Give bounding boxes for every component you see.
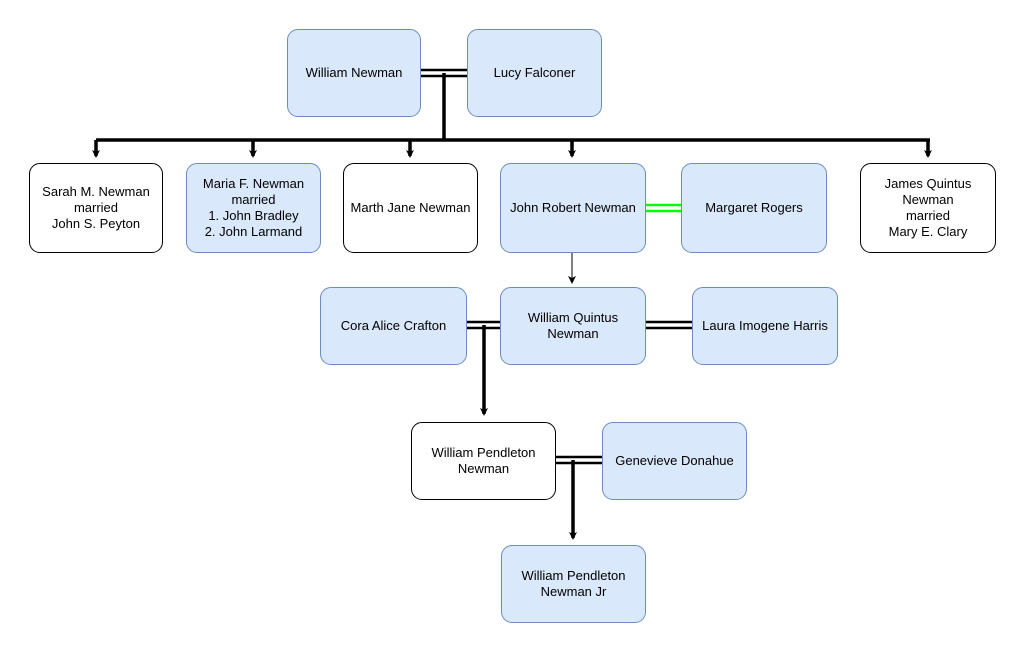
marriage-line-cora-william-quintus (466, 320, 501, 330)
node-marth-newman[interactable]: Marth Jane Newman (343, 163, 478, 253)
node-cora-crafton[interactable]: Cora Alice Crafton (320, 287, 467, 365)
marriage-line-william-pendleton-genevieve (556, 455, 602, 465)
node-william-quintus-newman[interactable]: William Quintus Newman (500, 287, 646, 365)
node-william-pendleton-newman-jr[interactable]: William Pendleton Newman Jr (501, 545, 646, 623)
node-john-robert-newman[interactable]: John Robert Newman (500, 163, 646, 253)
node-william-newman[interactable]: William Newman (287, 29, 421, 117)
node-genevieve-donahue[interactable]: Genevieve Donahue (602, 422, 747, 500)
node-lucy-falconer[interactable]: Lucy Falconer (467, 29, 602, 117)
node-sarah-newman[interactable]: Sarah M. Newman married John S. Peyton (29, 163, 163, 253)
node-margaret-rogers[interactable]: Margaret Rogers (681, 163, 827, 253)
node-maria-newman[interactable]: Maria F. Newman married 1. John Bradley … (186, 163, 321, 253)
marriage-line-john-margaret (646, 203, 681, 213)
node-james-quintus-newman[interactable]: James Quintus Newman married Mary E. Cla… (860, 163, 996, 253)
marriage-line-william-lucy (421, 68, 467, 78)
node-william-pendleton-newman[interactable]: William Pendleton Newman (411, 422, 556, 500)
marriage-line-william-quintus-laura (646, 320, 692, 330)
node-laura-harris[interactable]: Laura Imogene Harris (692, 287, 838, 365)
